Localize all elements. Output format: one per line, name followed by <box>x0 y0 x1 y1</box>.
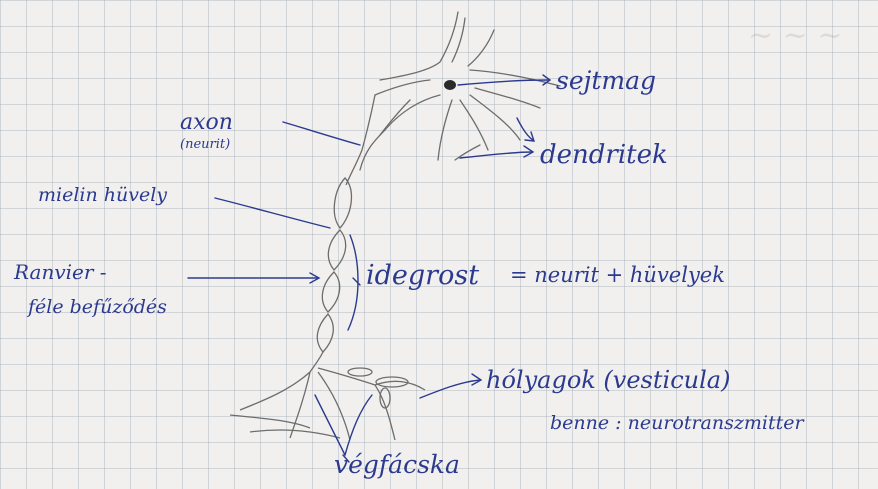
label-sejtmag: sejtmag <box>556 68 656 93</box>
nucleus <box>444 80 456 90</box>
label-holyagok: hólyagok (vesticula) <box>486 368 730 392</box>
label-idegrost: idegrost <box>366 262 479 289</box>
bleed-through-text: ~ ~ ~ <box>748 18 842 53</box>
cell-body <box>360 12 560 170</box>
label-dendritek: dendritek <box>540 142 668 168</box>
label-idegrost-eq: = neurit + hüvelyek <box>510 265 725 286</box>
label-axon: axon <box>180 112 233 134</box>
label-benne: benne : neurotranszmitter <box>550 414 804 433</box>
label-ranvier-1: Ranvier - <box>14 262 107 282</box>
label-neurit: (neurit) <box>180 138 230 151</box>
label-mielin: mielin hüvely <box>38 186 167 205</box>
label-vegfacska: végfácska <box>334 452 460 477</box>
axon-shape <box>230 150 425 440</box>
label-ranvier-2: féle befűződés <box>28 298 167 317</box>
